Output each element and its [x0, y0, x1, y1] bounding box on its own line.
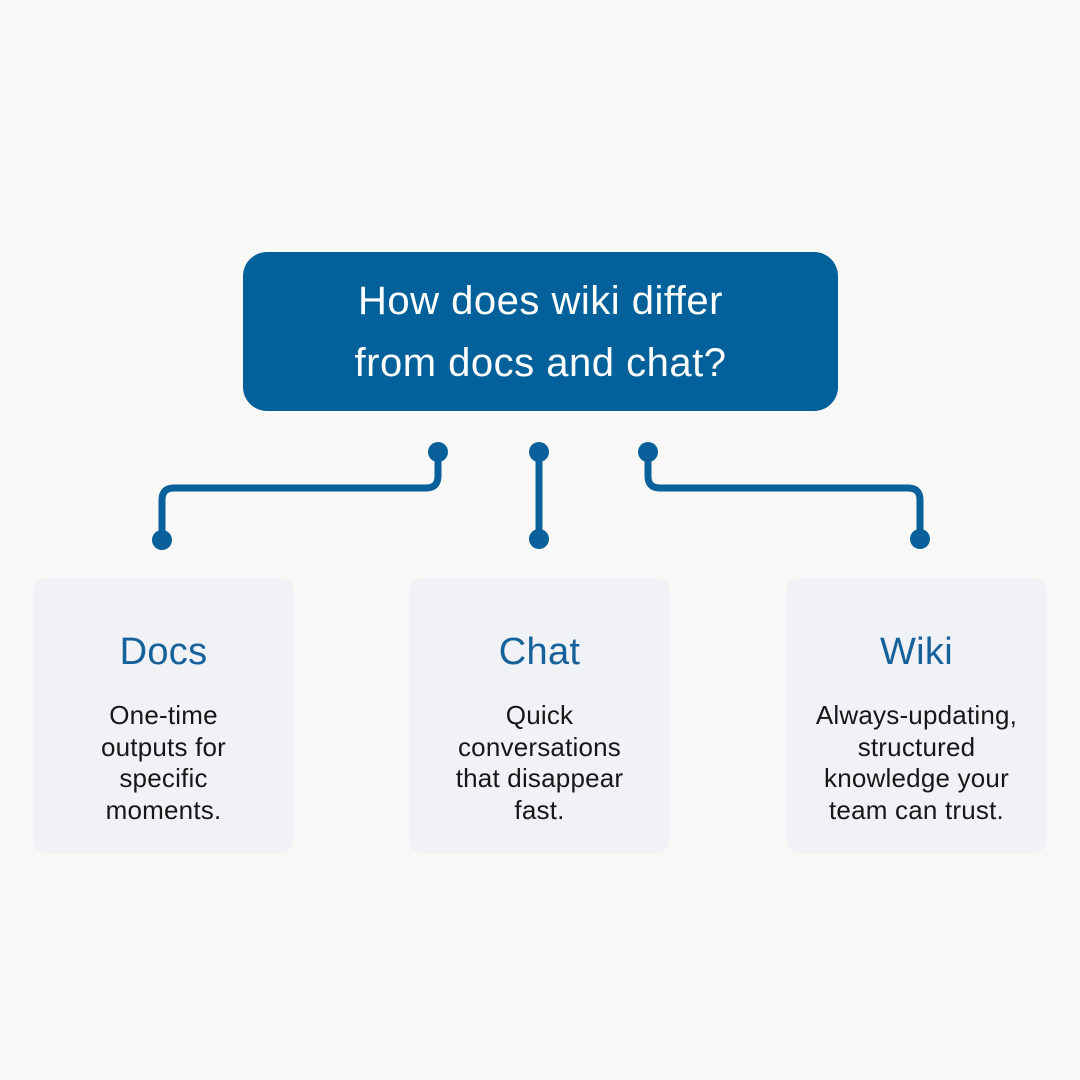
card-chat: Chat Quick conversations that disappear … [409, 578, 670, 853]
connector-wiki-line [644, 452, 924, 539]
connector-docs-bottom-dot [152, 530, 172, 550]
card-wiki-title: Wiki [880, 631, 953, 673]
question-text: How does wiki differ from docs and chat? [354, 278, 727, 385]
connector-wiki-top-dot [638, 442, 658, 462]
card-wiki: Wiki Always-updating, structured knowled… [786, 578, 1047, 853]
connector-wiki [638, 442, 930, 549]
connector-chat-bottom-dot [529, 529, 549, 549]
connector-docs-top-dot [428, 442, 448, 462]
connector-wiki-bottom-dot [910, 529, 930, 549]
card-chat-title: Chat [498, 631, 581, 673]
card-docs-title: Docs [119, 631, 208, 673]
card-docs-description: One-time outputs for specific moments. [100, 700, 227, 825]
connector-chat [529, 442, 549, 549]
connector-chat-top-dot [529, 442, 549, 462]
connector-docs-line [158, 452, 442, 540]
card-wiki-description: Always-updating, structured knowledge yo… [815, 700, 1018, 825]
question-box: How does wiki differ from docs and chat? [243, 252, 838, 411]
card-docs: Docs One-time outputs for specific momen… [33, 578, 294, 853]
connector-docs [152, 442, 448, 550]
card-chat-description: Quick conversations that disappear fast. [455, 700, 624, 825]
